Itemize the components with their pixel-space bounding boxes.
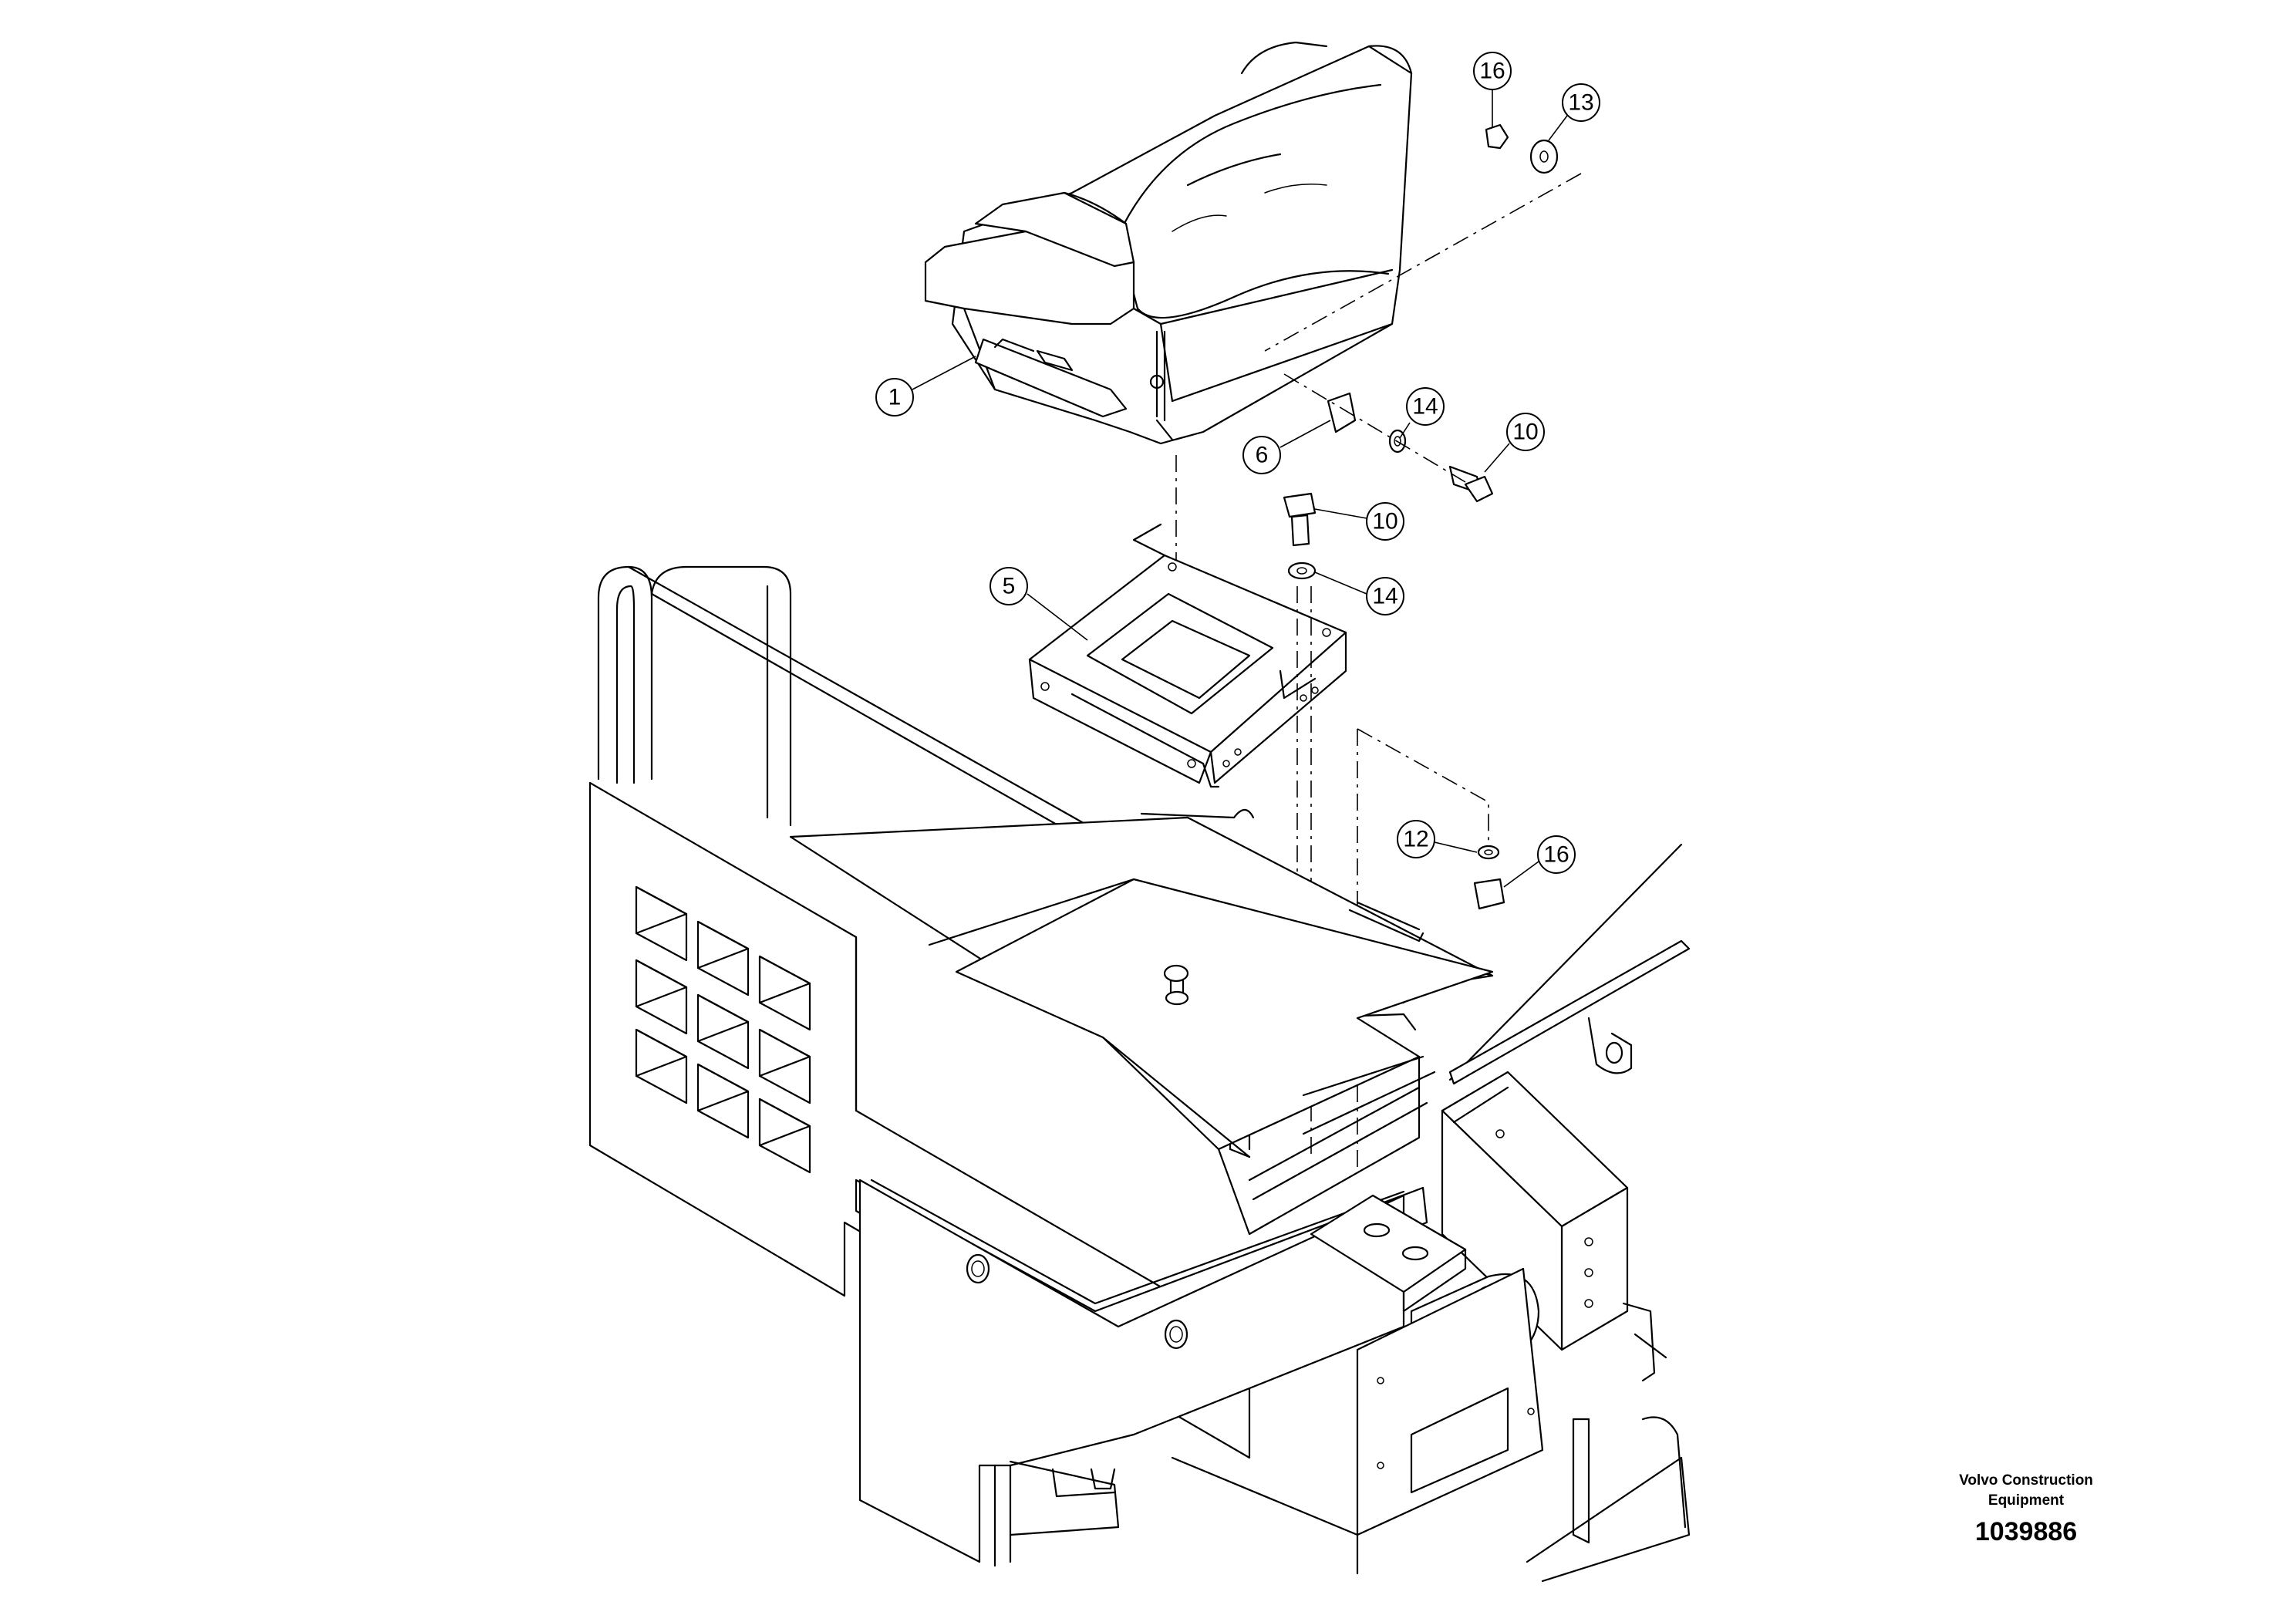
svg-text:6: 6 bbox=[1256, 443, 1269, 468]
svg-text:5: 5 bbox=[1003, 574, 1016, 599]
callout-5: 5 bbox=[990, 567, 1088, 641]
nut-part-16-lower bbox=[1473, 878, 1505, 910]
callout-14-upper: 14 bbox=[1399, 387, 1445, 439]
nut-part-16-upper bbox=[1485, 123, 1509, 150]
washer-part-13 bbox=[1529, 139, 1559, 174]
svg-text:13: 13 bbox=[1568, 90, 1593, 116]
svg-text:10: 10 bbox=[1372, 509, 1397, 534]
bolt-part-10-upper bbox=[1448, 465, 1494, 503]
svg-text:16: 16 bbox=[1543, 842, 1569, 868]
callout-6: 6 bbox=[1242, 420, 1331, 474]
callout-14-lower: 14 bbox=[1314, 572, 1404, 615]
callout-16-upper: 16 bbox=[1473, 52, 1512, 127]
bracket-part-6 bbox=[1327, 392, 1357, 433]
company-name-line2: Equipment bbox=[1988, 1492, 2065, 1509]
washer-part-14-lower bbox=[1287, 561, 1317, 580]
callout-10-lower: 10 bbox=[1314, 502, 1404, 541]
drawing-number: 1039886 bbox=[1975, 1517, 2077, 1546]
svg-text:12: 12 bbox=[1403, 827, 1428, 852]
callout-10-upper: 10 bbox=[1484, 413, 1545, 473]
svg-text:1: 1 bbox=[888, 385, 902, 410]
seat-mount-console bbox=[1028, 523, 1347, 788]
vent-grid bbox=[635, 885, 811, 1174]
seat-assembly bbox=[924, 41, 1413, 445]
callout-1: 1 bbox=[875, 356, 976, 416]
callout-16-lower: 16 bbox=[1503, 835, 1576, 888]
company-name-line1: Volvo Construction bbox=[1959, 1472, 2093, 1489]
frame-structure bbox=[588, 565, 1691, 1583]
svg-text:10: 10 bbox=[1512, 420, 1538, 445]
callout-13: 13 bbox=[1548, 83, 1600, 141]
callout-12: 12 bbox=[1397, 820, 1478, 858]
svg-text:14: 14 bbox=[1372, 584, 1397, 609]
svg-text:16: 16 bbox=[1479, 59, 1505, 84]
title-block: Volvo Construction Equipment 1039886 bbox=[1959, 1472, 2093, 1546]
svg-text:14: 14 bbox=[1412, 394, 1438, 420]
bolt-part-10-lower bbox=[1283, 492, 1317, 547]
washer-part-12 bbox=[1477, 845, 1500, 860]
